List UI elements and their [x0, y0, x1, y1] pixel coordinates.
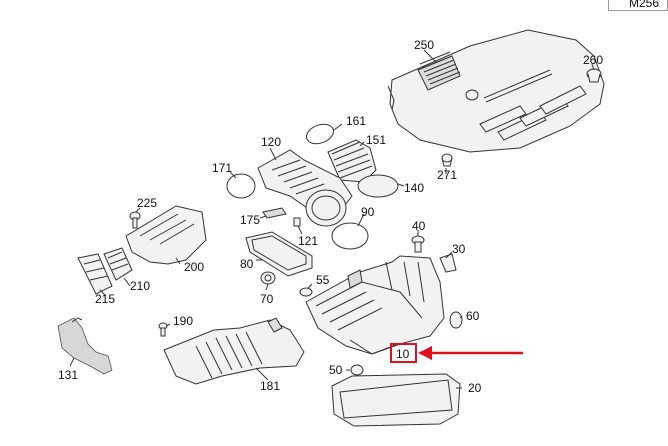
part-label-90: 90: [361, 205, 375, 219]
part-label-260: 260: [583, 53, 603, 67]
label-plate-175: [262, 207, 287, 219]
intake-tube-120: [257, 149, 353, 227]
part-label-271: 271: [437, 168, 457, 182]
bolt-225: [129, 211, 141, 229]
heat-shield-131: [57, 317, 113, 375]
part-label-20: 20: [468, 381, 482, 395]
seal-ring-140: [357, 174, 399, 198]
part-label-10: 10: [396, 347, 410, 361]
part-label-140: 140: [404, 181, 424, 195]
seal-ring-90: [331, 222, 369, 250]
clip-121: [293, 217, 301, 227]
part-label-50: 50: [329, 363, 343, 377]
engine-cover-250: [387, 29, 605, 153]
part-label-151: 151: [366, 133, 386, 147]
bracket-210: [103, 247, 133, 281]
air-duct-181: [163, 317, 305, 385]
grommet-50: [350, 364, 364, 376]
grommet-70: [260, 271, 276, 285]
filter-element-20: [331, 373, 461, 427]
grill-215: [77, 253, 113, 295]
part-label-171: 171: [212, 161, 232, 175]
leader-lines: [69, 49, 595, 389]
grommet-55: [299, 287, 313, 297]
part-label-70: 70: [260, 292, 274, 306]
highlight-arrow: [418, 346, 523, 360]
part-label-190: 190: [173, 314, 193, 328]
air-duct-200: [125, 205, 207, 265]
part-label-225: 225: [137, 196, 157, 210]
part-label-120: 120: [261, 135, 281, 149]
part-label-121: 121: [298, 234, 318, 248]
part-label-181: 181: [260, 379, 280, 393]
part-label-55: 55: [316, 273, 330, 287]
part-label-210: 210: [130, 279, 150, 293]
part-label-80: 80: [240, 257, 254, 271]
part-label-40: 40: [412, 219, 426, 233]
part-label-131: 131: [58, 368, 78, 382]
part-label-250: 250: [414, 38, 434, 52]
part-label-30: 30: [452, 242, 466, 256]
part-label-215: 215: [95, 292, 115, 306]
part-10-highlight-box: [390, 343, 417, 363]
bolt-190: [158, 322, 168, 337]
air-filter-housing-10: [305, 255, 445, 355]
seal-ring-161: [305, 123, 335, 145]
seal-ring-171: [226, 173, 256, 199]
clip-260: [586, 68, 602, 83]
clip-271: [441, 153, 453, 167]
part-label-60: 60: [466, 309, 480, 323]
gasket-80: [245, 231, 313, 277]
seal-ring-60: [449, 311, 463, 329]
part-label-200: 200: [184, 260, 204, 274]
part-label-175: 175: [240, 213, 260, 227]
bolt-40: [411, 235, 425, 253]
part-label-161: 161: [346, 114, 366, 128]
